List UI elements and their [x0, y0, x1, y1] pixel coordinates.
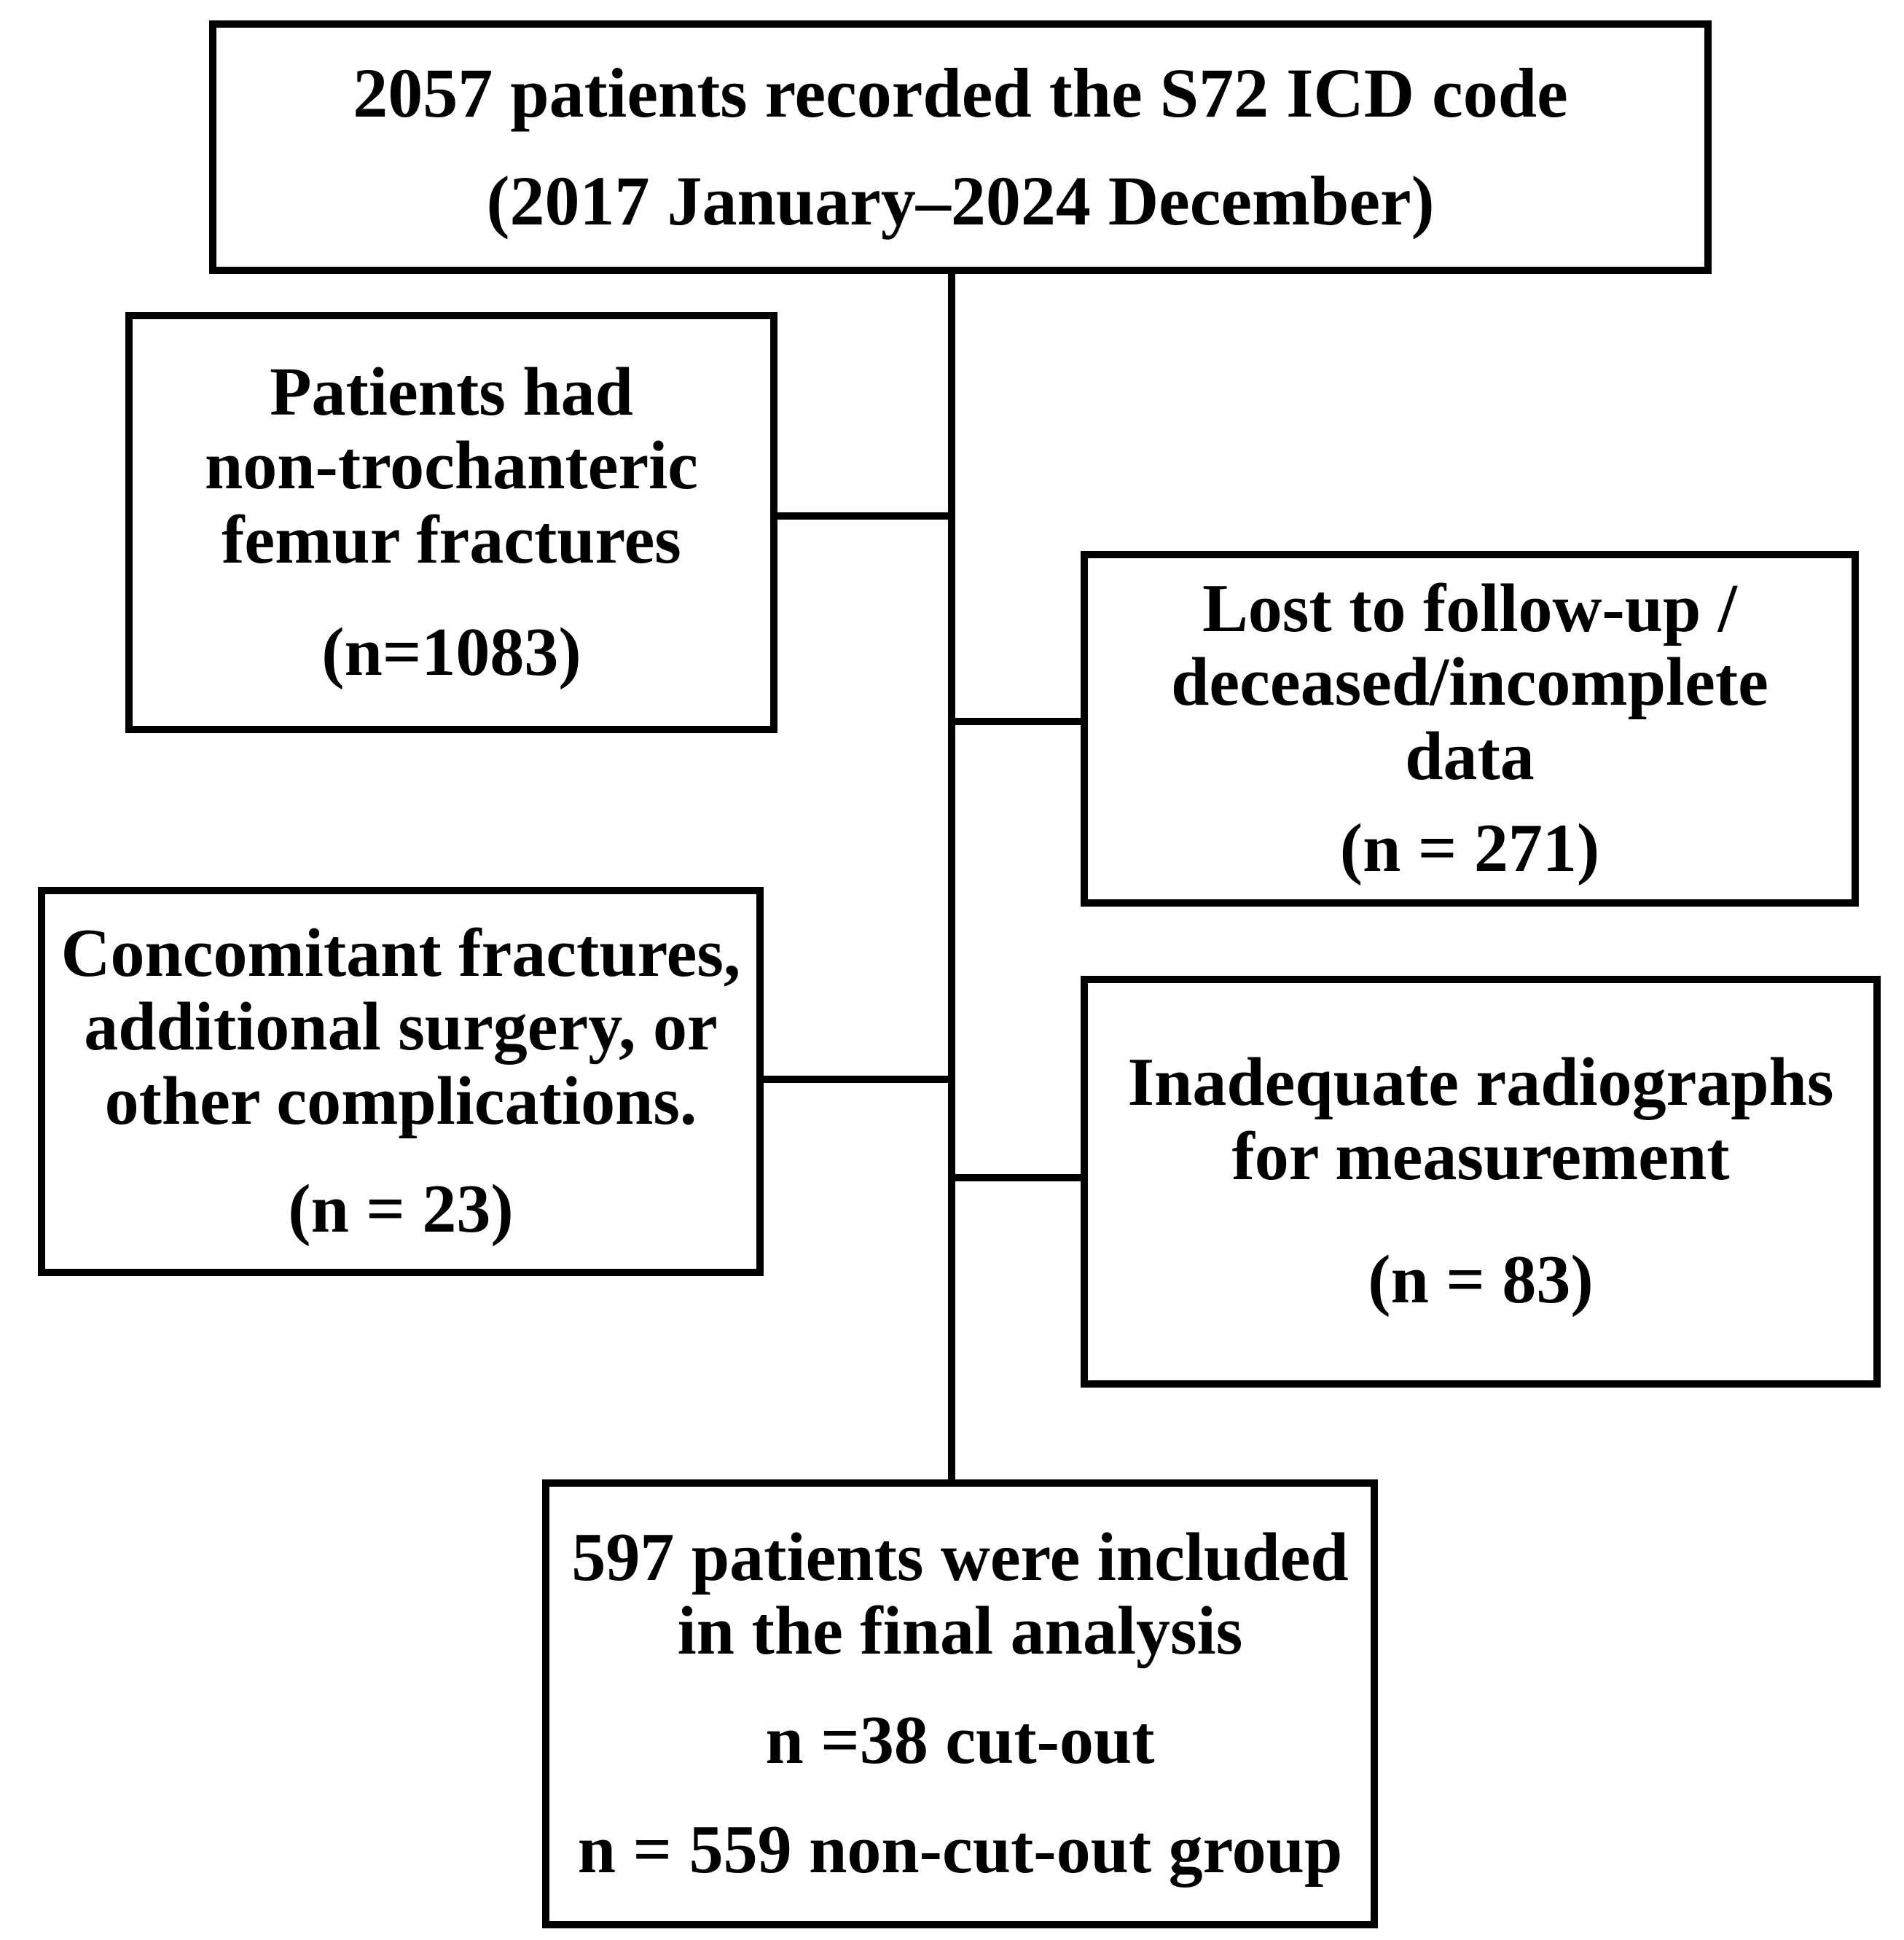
exclusion-lost-followup-line2: deceased/incomplete: [1171, 644, 1768, 721]
exclusion-non-trochanteric-box: Patients had non-trochanteric femur frac…: [125, 312, 777, 733]
exclusion-radiographs-line2: for measurement: [1231, 1118, 1730, 1194]
exclusion-non-trochanteric-line3: femur fractures: [222, 502, 681, 578]
source-population-box: 2057 patients recorded the S72 ICD code …: [209, 20, 1712, 274]
exclusion-radiographs-box: Inadequate radiographs for measurement (…: [1081, 976, 1881, 1388]
exclusion-non-trochanteric-line1: Patients had: [270, 353, 633, 430]
exclusion-radiographs-line1: Inadequate radiographs: [1127, 1044, 1834, 1121]
exclusion-concomitant-line1: Concomitant fractures,: [60, 915, 741, 991]
exclusion-lost-followup-line3: data: [1405, 719, 1535, 794]
exclusion-lost-followup-line1: Lost to follow-up /: [1202, 570, 1737, 646]
final-analysis-line1: 597 patients were included: [571, 1519, 1349, 1595]
exclusion-concomitant-box: Concomitant fractures, additional surger…: [38, 887, 764, 1276]
exclusion-radiographs-count: (n = 83): [1368, 1242, 1594, 1318]
exclusion-lost-followup-box: Lost to follow-up / deceased/incomplete …: [1081, 551, 1859, 907]
exclusion-concomitant-count: (n = 23): [288, 1170, 514, 1247]
final-analysis-box: 597 patients were included in the final …: [542, 1479, 1378, 1928]
final-analysis-line2: in the final analysis: [677, 1593, 1243, 1670]
connector-to-non-trochanteric-box: [770, 512, 955, 520]
central-vertical-connector: [948, 270, 955, 1484]
exclusion-concomitant-line2: additional surgery, or: [84, 989, 718, 1065]
connector-to-concomitant-box: [759, 1076, 955, 1083]
exclusion-lost-followup-count: (n = 271): [1339, 810, 1600, 886]
exclusion-concomitant-line3: other complications.: [104, 1063, 697, 1139]
connector-to-lost-followup-box: [952, 718, 1087, 725]
final-analysis-noncutout-count: n = 559 non-cut-out group: [577, 1811, 1343, 1888]
exclusion-non-trochanteric-line2: non-trochanteric: [204, 428, 699, 504]
source-period-text: (2017 January–2024 December): [486, 162, 1435, 240]
final-analysis-cutout-count: n =38 cut-out: [765, 1702, 1155, 1778]
exclusion-non-trochanteric-count: (n=1083): [321, 614, 581, 690]
connector-to-radiographs-box: [952, 1174, 1087, 1181]
source-population-text: 2057 patients recorded the S72 ICD code: [353, 54, 1568, 133]
